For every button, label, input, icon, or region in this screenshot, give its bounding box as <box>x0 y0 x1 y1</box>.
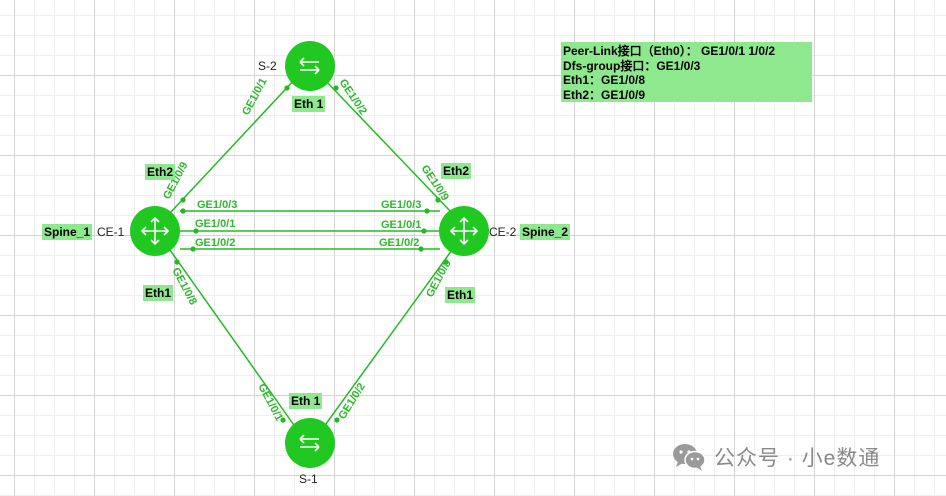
node-name-s2: S-2 <box>258 59 277 73</box>
link-ce2-s1 <box>322 249 453 429</box>
port-label-ce1-down: GE1/0/8 <box>169 266 199 307</box>
link-s2-ce1 <box>169 77 297 214</box>
tag-ce1-eth1: Eth1 <box>143 285 174 301</box>
node-s2[interactable]: S-2 <box>258 41 335 91</box>
links <box>169 77 453 429</box>
info-line-eth2: Eth2：GE1/0/9 <box>563 87 646 102</box>
port-label-s1-left: GE1/0/1 <box>255 382 285 423</box>
watermark-text: 公众号 · 小e数通 <box>714 447 881 470</box>
tag-spine2: Spine_2 <box>520 224 571 240</box>
node-name-s1: S-1 <box>299 472 318 486</box>
tag-s1-eth1: Eth 1 <box>289 393 323 409</box>
tag-spine1: Spine_1 <box>42 224 93 240</box>
node-ce2[interactable]: CE-2 <box>439 206 517 256</box>
node-s1[interactable]: S-1 <box>285 418 335 486</box>
port-label-link2-right: GE1/0/2 <box>379 237 419 249</box>
tag-ce2-eth2: Eth2 <box>441 163 472 179</box>
switch-icon <box>299 434 320 452</box>
info-line-eth1: Eth1：GE1/0/8 <box>563 73 646 87</box>
node-name-ce2: CE-2 <box>489 225 517 239</box>
router-icon <box>140 216 170 246</box>
port-label-link1-right: GE1/0/1 <box>381 219 421 231</box>
tag-s2-eth1: Eth 1 <box>292 96 326 112</box>
port-label-link1-left: GE1/0/1 <box>195 218 235 230</box>
node-name-ce1: CE-1 <box>97 225 125 239</box>
watermark: 公众号 · 小e数通 <box>672 440 880 474</box>
switch-icon <box>299 57 320 75</box>
port-label-link2-left: GE1/0/2 <box>195 237 235 249</box>
wechat-icon <box>673 444 706 471</box>
router-icon <box>449 216 479 246</box>
tag-ce1-eth2: Eth2 <box>145 164 176 180</box>
info-line-peer-link: Peer-Link接口（Eth0）： GE1/0/1 1/0/2 <box>563 44 776 58</box>
interface-info-box: Peer-Link接口（Eth0）： GE1/0/1 1/0/2 Dfs-gro… <box>561 42 812 102</box>
port-label-link3-left: GE1/0/3 <box>197 199 237 211</box>
node-ce1[interactable]: CE-1 <box>97 206 180 256</box>
info-line-dfs-group: Dfs-group接口：GE1/0/3 <box>563 58 701 73</box>
link-s2-ce2 <box>322 77 453 214</box>
port-dots <box>174 85 449 423</box>
port-label-link3-right: GE1/0/3 <box>381 199 421 211</box>
tag-ce2-eth1: Eth1 <box>445 287 476 303</box>
link-ce1-s1 <box>169 249 297 429</box>
